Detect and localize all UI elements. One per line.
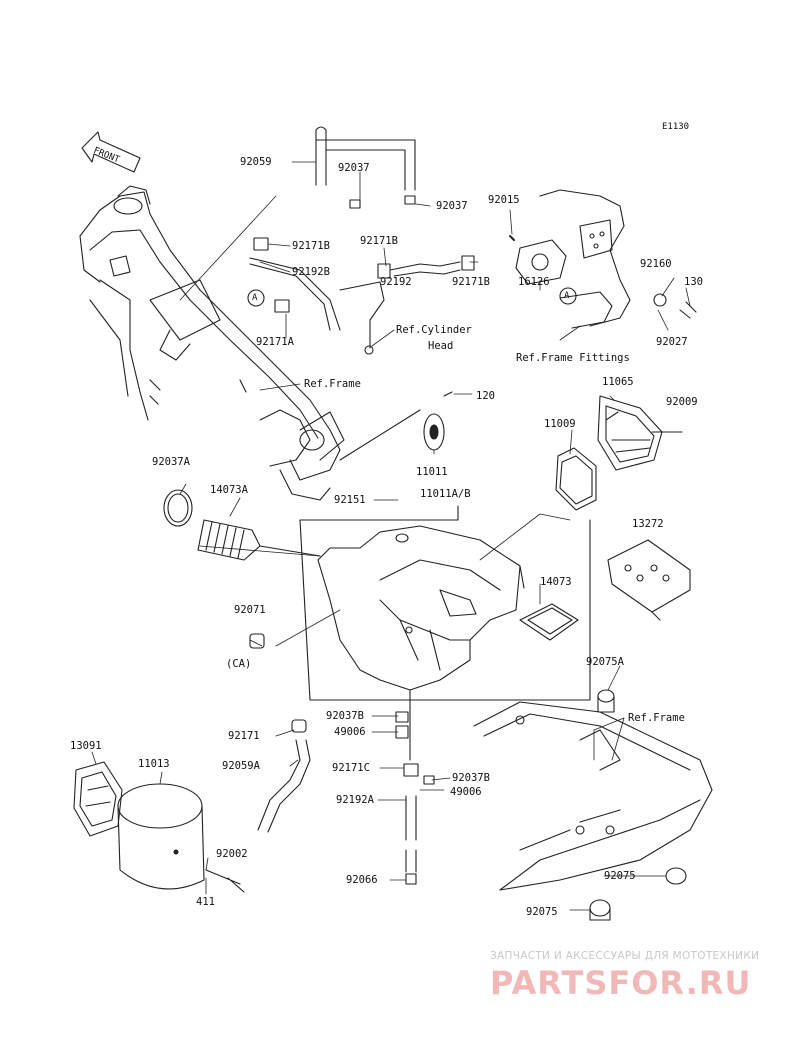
part-label-92151: 92151 — [334, 494, 366, 506]
part-label-92037b-2: 92037B — [452, 772, 490, 784]
part-label-92009: 92009 — [666, 396, 698, 408]
part-label-49006-1: 49006 — [334, 726, 366, 738]
drain-parts-drawing — [249, 633, 435, 885]
watermark-brand: PARTSFOR.RU — [490, 964, 752, 1002]
part-label-92171b-1: 92171B — [292, 240, 330, 252]
air-box-drawing — [299, 505, 591, 701]
part-label-411: 411 — [196, 896, 215, 908]
ref-frame-label-upper: Ref.Frame — [304, 378, 361, 390]
part-label-92171: 92171 — [228, 730, 260, 742]
part-label-92075-1: 92075 — [604, 870, 636, 882]
part-label-92037a: 92037A — [152, 456, 190, 468]
reference-a-markers — [247, 287, 577, 307]
part-label-92059: 92059 — [240, 156, 272, 168]
part-label-11065: 11065 — [602, 376, 634, 388]
watermark-subtitle: ЗАПЧАСТИ И АКСЕССУАРЫ ДЛЯ МОТОТЕХНИКИ — [490, 950, 760, 962]
part-label-92066: 92066 — [346, 874, 378, 886]
front-arrow-icon — [81, 131, 141, 173]
ref-a-marker-right: A — [564, 291, 570, 301]
part-label-92171b-2: 92171B — [360, 235, 398, 247]
part-label-92037-right: 92037 — [436, 200, 468, 212]
part-label-92071: 92071 — [234, 604, 266, 616]
part-label-92171a: 92171A — [256, 336, 294, 348]
part-label-92160: 92160 — [640, 258, 672, 270]
leader-lines — [91, 161, 691, 911]
part-label-120: 120 — [476, 390, 495, 402]
filter-cover-drawing — [73, 761, 245, 893]
ca-label: (CA) — [226, 658, 252, 670]
ref-frame-fittings-label: Ref.Frame Fittings — [516, 352, 630, 364]
part-label-92171b-3: 92171B — [452, 276, 490, 288]
part-label-92027: 92027 — [656, 336, 688, 348]
lid-drawing — [519, 539, 691, 641]
ref-frame-label-lower: Ref.Frame — [628, 712, 685, 724]
ref-a-marker-left: A — [252, 293, 258, 303]
main-frame-drawing — [79, 185, 345, 501]
part-label-14073: 14073 — [540, 576, 572, 588]
ref-cylinder-label: Ref.Cylinder — [396, 324, 472, 336]
part-label-130: 130 — [684, 276, 703, 288]
part-label-16126: 16126 — [518, 276, 550, 288]
part-label-49006-2: 49006 — [450, 786, 482, 798]
diagram-code: E1130 — [662, 122, 690, 132]
part-label-92192: 92192 — [380, 276, 412, 288]
part-label-92075-2: 92075 — [526, 906, 558, 918]
part-label-13272: 13272 — [632, 518, 664, 530]
part-label-92075a: 92075A — [586, 656, 624, 668]
part-label-92192a: 92192A — [336, 794, 374, 806]
part-label-92059a: 92059A — [222, 760, 260, 772]
part-label-11013: 11013 — [138, 758, 170, 770]
part-label-13091: 13091 — [70, 740, 102, 752]
rear-frame-drawing — [473, 689, 713, 921]
part-label-11009: 11009 — [544, 418, 576, 430]
part-label-11011ab: 11011A/B — [420, 488, 471, 500]
part-label-92192b: 92192B — [292, 266, 330, 278]
part-label-92002: 92002 — [216, 848, 248, 860]
filter-element-drawing — [555, 395, 683, 511]
part-label-92015: 92015 — [488, 194, 520, 206]
valve-bracket-drawing — [509, 189, 697, 329]
part-label-11011: 11011 — [416, 466, 448, 478]
mounting-rubber-drawing — [339, 391, 453, 461]
part-label-14073a: 14073A — [210, 484, 248, 496]
breather-hoses-drawing — [249, 126, 475, 355]
part-label-92037b-1: 92037B — [326, 710, 364, 722]
part-label-92171c: 92171C — [332, 762, 370, 774]
part-label-92037-top: 92037 — [338, 162, 370, 174]
intake-duct-drawing — [163, 489, 321, 561]
ref-head-label: Head — [428, 340, 454, 352]
